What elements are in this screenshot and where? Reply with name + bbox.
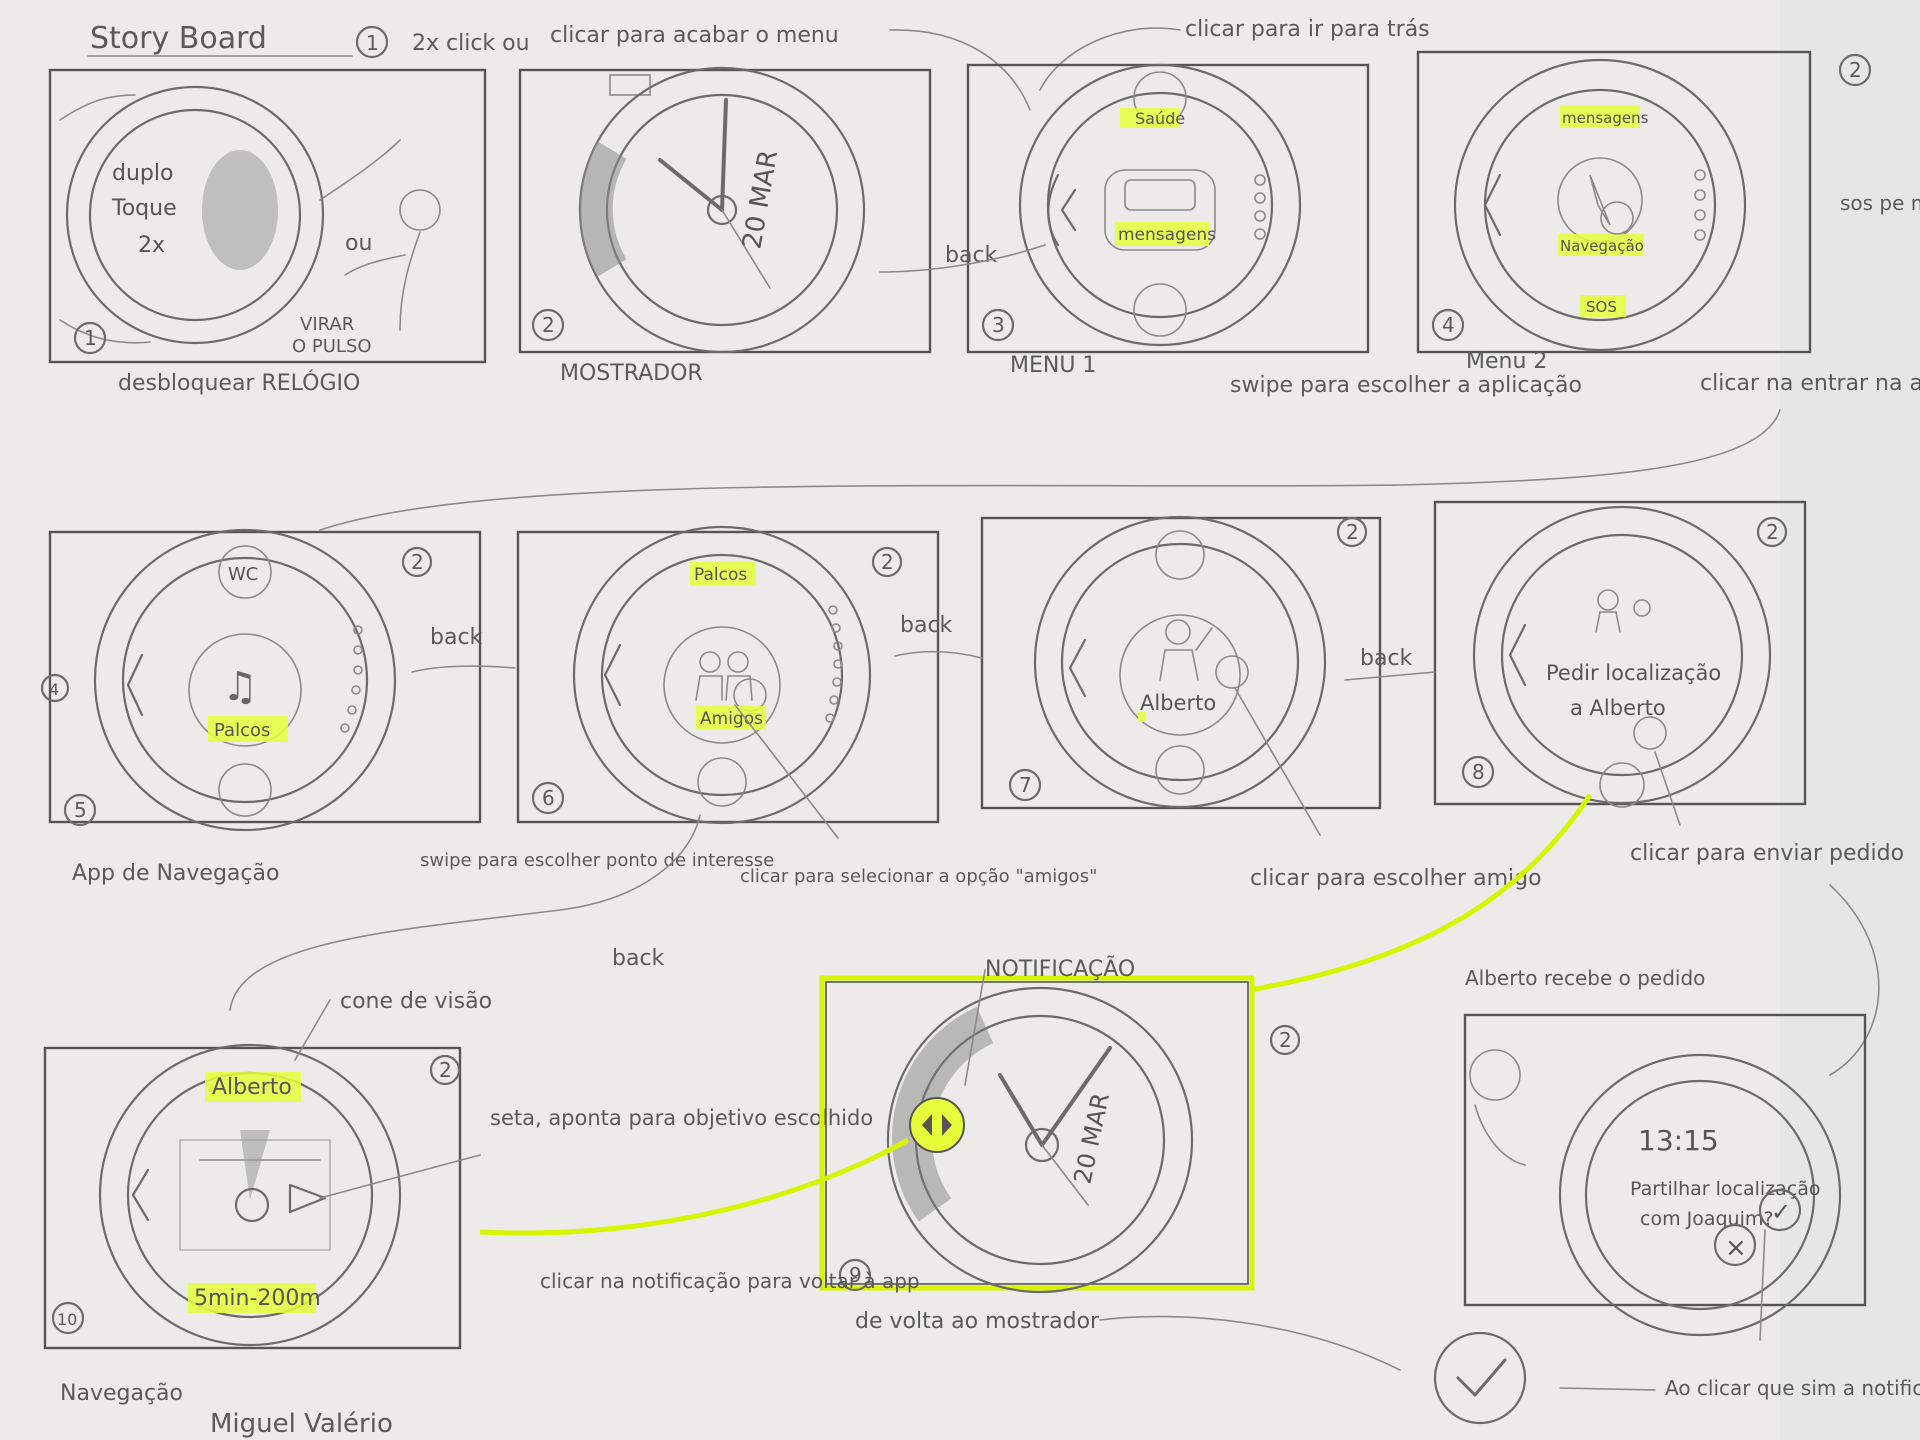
note-arrow-points: seta, aponta para objetivo escolhido: [490, 1106, 873, 1130]
menu-item-messages[interactable]: mensagens: [1562, 109, 1649, 127]
frame-caption: de volta ao mostrador: [855, 1309, 1100, 1334]
poi-stages[interactable]: Palcos: [694, 565, 747, 585]
note-click-notification: clicar na notificação para voltar à app: [540, 1269, 920, 1293]
poi-wc[interactable]: WC: [228, 564, 258, 585]
note-swipe-poi: swipe para escolher ponto de interesse: [420, 850, 774, 871]
notification-badge[interactable]: [910, 1098, 964, 1152]
button-ref: 2: [1766, 520, 1779, 544]
button-ref: 2: [1849, 58, 1862, 82]
frame-caption: Alberto recebe o pedido: [1465, 966, 1705, 990]
menu-item-sos[interactable]: SOS: [1586, 298, 1617, 316]
note-send-request: clicar para enviar pedido: [1630, 841, 1904, 866]
nav-distance: 5min-200m: [194, 1286, 321, 1311]
face-text-1: duplo: [112, 161, 173, 186]
frame-1-or: ou: [345, 231, 372, 256]
note-choose-friend: clicar para escolher amigo: [1250, 866, 1542, 891]
frame-caption: MOSTRADOR: [560, 361, 703, 386]
close-icon[interactable]: ×: [1725, 1233, 1747, 1263]
tap-target-icon: [202, 150, 278, 270]
option-friends[interactable]: Amigos: [700, 709, 763, 729]
frame-number: 5: [74, 798, 87, 822]
note-open-menu: clicar para acabar o menu: [550, 23, 839, 48]
frame-number: 10: [57, 1310, 77, 1329]
note-vision-cone: cone de visão: [340, 989, 492, 1014]
watch-time: 13:15: [1638, 1124, 1719, 1157]
button-ref: 2: [1279, 1028, 1292, 1052]
request-text-1: Pedir localização: [1546, 661, 1721, 685]
face-text-3: 2x: [138, 233, 165, 258]
side-ref: 4: [49, 680, 59, 699]
frame-caption: Menu 2: [1466, 349, 1547, 374]
frame-1-turn: VIRAR: [300, 314, 354, 335]
frame-number: 3: [992, 313, 1005, 337]
frame-caption: MENU 1: [1010, 353, 1096, 378]
frame-caption: desbloquear RELÓGIO: [118, 370, 360, 396]
friend-name[interactable]: Alberto: [1140, 691, 1216, 715]
button-ref: 2: [439, 1058, 452, 1082]
note-sos-side: sos pe muda o m: [1840, 191, 1920, 215]
music-note-icon: ♫: [222, 664, 258, 710]
frame-caption: Navegação: [60, 1381, 183, 1406]
back-label: back: [900, 613, 953, 638]
check-icon[interactable]: ✓: [1771, 1198, 1791, 1226]
nav-target-name: Alberto: [212, 1075, 292, 1100]
frame-number: 4: [1442, 313, 1455, 337]
back-label: back: [430, 625, 483, 650]
button-ref: 2: [1346, 520, 1359, 544]
author-name: Miguel Valério: [210, 1409, 393, 1439]
title-number: 1: [366, 31, 379, 55]
frame-number: 8: [1472, 760, 1485, 784]
note-go-back: clicar para ir para trás: [1185, 17, 1430, 42]
frame-number: 6: [542, 786, 555, 810]
page-title: Story Board: [90, 21, 267, 56]
frame-number: 1: [84, 326, 97, 350]
poi-stages[interactable]: Palcos: [214, 720, 270, 741]
frame-caption: App de Navegação: [72, 861, 279, 886]
back-label: back: [1360, 646, 1413, 671]
menu-item-navigation[interactable]: Navegação: [1560, 237, 1644, 255]
note-back: back: [612, 946, 665, 971]
notification-label: NOTIFICAÇÃO: [985, 955, 1135, 982]
share-question-2: com Joaquim?: [1640, 1208, 1773, 1230]
note-select-friends: clicar para selecionar a opção "amigos": [740, 866, 1097, 887]
frame-1-wrist: O PULSO: [292, 336, 372, 357]
note-swipe-app: swipe para escolher a aplicação: [1230, 373, 1582, 398]
share-question-1: Partilhar localização: [1630, 1178, 1820, 1200]
note-click-yes: Ao clicar que sim a notificação de s: [1665, 1376, 1920, 1400]
button-ref: 2: [881, 550, 894, 574]
face-text-2: Toque: [111, 196, 177, 221]
frame-number: 2: [542, 313, 555, 337]
menu-item-messages[interactable]: mensagens: [1118, 225, 1216, 245]
note-double-click: 2x click ou: [412, 31, 530, 56]
menu-item-health[interactable]: Saúde: [1135, 109, 1185, 128]
note-click-enter: clicar na entrar na app: [1700, 371, 1920, 396]
button-ref: 2: [411, 550, 424, 574]
frame-number: 7: [1019, 773, 1032, 797]
